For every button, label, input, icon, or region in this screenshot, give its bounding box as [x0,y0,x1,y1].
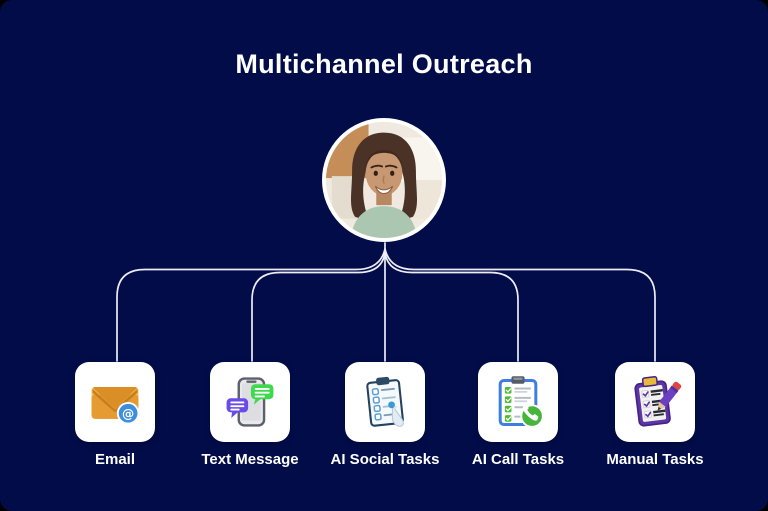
clipboard-checklist-hand-icon [366,376,404,427]
clipboard-checklist-pencil-icon [634,376,682,427]
email-card: @ [75,362,155,442]
connector-ai-call [384,252,519,362]
text-message-card [210,362,290,442]
channel-label: AI Social Tasks [330,451,440,468]
channel-label: Manual Tasks [606,451,704,468]
channel-ai-call-tasks: AI Call Tasks [458,362,578,468]
avatar [322,118,446,242]
svg-text:@: @ [122,407,134,421]
ai-call-tasks-card [478,362,558,442]
phone-chat-bubbles-icon [226,377,274,427]
channel-ai-social-tasks: AI Social Tasks [325,362,445,468]
connector-text-message [251,252,386,362]
channel-manual-tasks: Manual Tasks [595,362,715,468]
person-portrait [326,122,442,238]
page-title: Multichannel Outreach [235,49,533,79]
clipboard-checklist-phone-icon [498,376,544,428]
channel-label: Email [94,451,136,468]
email-envelope-icon: @ [91,387,140,425]
channel-text-message: Text Message [190,362,310,468]
connector-email [116,248,386,362]
manual-tasks-card [615,362,695,442]
channel-label: AI Call Tasks [471,451,565,468]
channel-label: Text Message [201,451,299,468]
connector-manual [384,248,656,362]
channel-email: @ Email [55,362,175,468]
ai-social-tasks-card [345,362,425,442]
